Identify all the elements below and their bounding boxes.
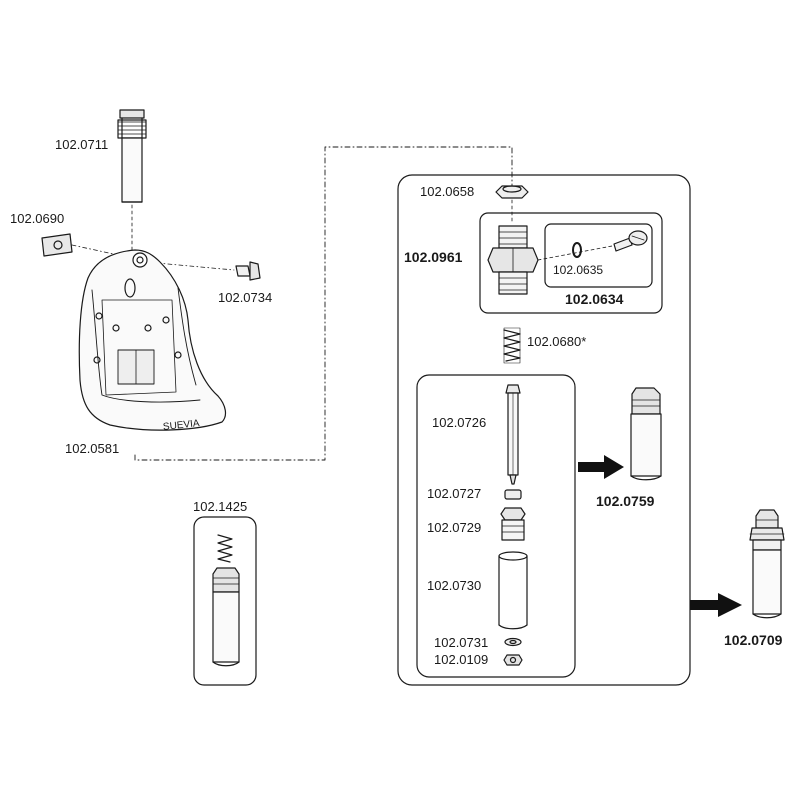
label-0109: 102.0109 [434, 652, 489, 667]
part-0731-washer [504, 637, 522, 647]
label-0690: 102.0690 [10, 211, 65, 226]
part-0109-nut [503, 654, 523, 666]
label-0635: 102.0635 [553, 263, 604, 277]
connector-dashed-line [134, 146, 513, 461]
label-0726: 102.0726 [432, 415, 487, 430]
part-0961-valve-body [487, 225, 613, 295]
arrow-to-0709 [690, 593, 742, 617]
group-box-valve-internals [416, 374, 576, 678]
group-box-valve [397, 174, 691, 686]
label-1425: 102.1425 [193, 499, 248, 514]
arrow-group [578, 455, 742, 617]
part-0711-pipe [117, 109, 147, 256]
part-0658-nut [495, 185, 529, 225]
part-0729-nut [500, 507, 526, 541]
part-0581-drinking-bowl [78, 249, 227, 431]
label-0729: 102.0729 [427, 520, 482, 535]
part-0727-ring [504, 489, 522, 500]
part-0759-assembly [630, 387, 662, 481]
label-0727: 102.0727 [427, 486, 482, 501]
group-box-1425 [193, 516, 257, 686]
group-box-valve-body [479, 212, 663, 314]
part-0635-oring [572, 242, 582, 258]
label-0961: 102.0961 [404, 249, 463, 265]
part-0730-sleeve [498, 551, 528, 630]
label-0658: 102.0658 [420, 184, 475, 199]
label-0581: 102.0581 [65, 441, 120, 456]
part-0709-assembly [749, 509, 785, 619]
part-0726-stem [505, 384, 521, 485]
label-0680: 102.0680* [527, 334, 587, 349]
label-0634: 102.0634 [565, 291, 624, 307]
label-0731: 102.0731 [434, 635, 489, 650]
label-0709: 102.0709 [724, 632, 783, 648]
label-0759: 102.0759 [596, 493, 655, 509]
label-0711: 102.0711 [55, 137, 109, 152]
part-1425-kit [212, 534, 240, 667]
label-0734: 102.0734 [218, 290, 273, 305]
group-box-seal-kit [544, 223, 653, 288]
part-0680-spring [503, 327, 521, 364]
label-0730: 102.0730 [427, 578, 482, 593]
arrow-to-0759 [578, 455, 624, 479]
part-0634-pin [613, 230, 648, 252]
